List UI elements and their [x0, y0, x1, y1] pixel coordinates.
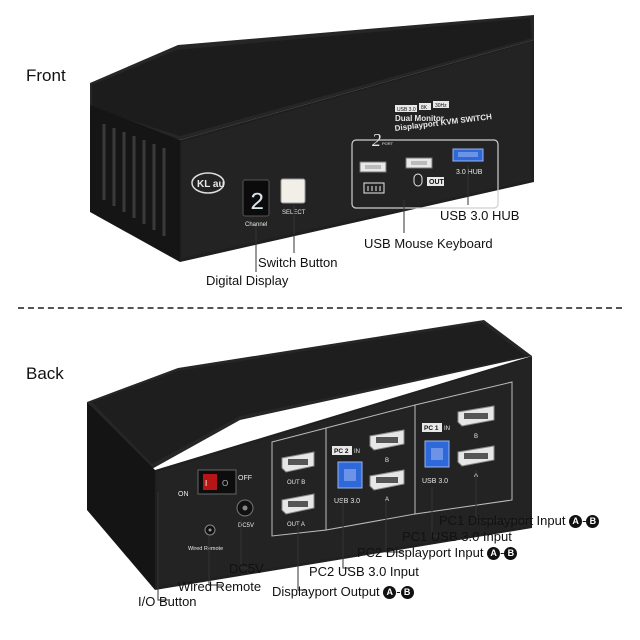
callout-usb-hub: USB 3.0 HUB — [440, 208, 520, 223]
select-button[interactable] — [280, 178, 306, 204]
callout-dc5v: DC5V — [229, 561, 264, 576]
dp-out-b-port[interactable] — [281, 451, 315, 473]
pc1-dp-a-port[interactable] — [457, 445, 495, 467]
hub-label: 3.0 HUB — [456, 169, 483, 176]
back-section-label: Back — [26, 364, 64, 383]
pc1-dp-b-port[interactable] — [457, 405, 495, 427]
pc2-dp-b-port[interactable] — [369, 429, 405, 451]
out-tag — [427, 177, 444, 186]
brand-logo-text: KL au — [197, 179, 225, 190]
pc1-in-label: IN — [444, 426, 450, 432]
front-leader-lines — [255, 165, 469, 272]
badge-usb: USB 3.0 — [397, 107, 416, 113]
title-line1: Dual Monitor — [395, 114, 444, 123]
svg-text:B: B — [385, 458, 389, 464]
spec-badges: USB 3.0 8K 30Hz — [395, 101, 449, 113]
mouse-icon — [413, 173, 423, 187]
front-kvm-device: KL au 2 Channel SELECT USB 3.0 8K 30Hz D… — [90, 15, 534, 262]
pc1-usb-b-port[interactable] — [424, 440, 450, 468]
on-label: ON — [178, 491, 189, 498]
back-leader-lines — [157, 470, 528, 601]
badge-b-icon: B — [504, 547, 518, 560]
badge-8k: 8K — [421, 105, 428, 111]
dp-out-a-port[interactable] — [281, 493, 315, 515]
callout-pc1-dp-input: PC1 Displayport Input A-B — [439, 513, 600, 528]
pc1-tag — [422, 423, 442, 432]
back-side-face — [87, 402, 155, 590]
title-port: PORT — [382, 141, 394, 146]
svg-text:B: B — [474, 434, 478, 440]
pc2-usb-label: USB 3.0 — [334, 498, 360, 505]
callout-wired-remote: Wired Remote — [178, 579, 262, 594]
digital-display — [242, 179, 270, 217]
dc5v-small-label: DC5V — [238, 523, 254, 529]
badge-a-icon: A — [569, 515, 583, 528]
callout-pc1-usb-input: PC1 USB 3.0 Input — [402, 529, 512, 544]
out-label: OUT — [429, 179, 445, 186]
svg-text:PC 1: PC 1 — [424, 425, 439, 432]
pc1-usb-label: USB 3.0 — [422, 478, 448, 485]
badge-b-icon: B — [586, 515, 600, 528]
svg-text:O: O — [222, 479, 228, 488]
front-section-label: Front — [26, 66, 66, 85]
out-a-label: OUT A — [287, 522, 305, 528]
badge-b-icon: B — [400, 586, 414, 599]
pc2-usb-b-port[interactable] — [337, 461, 363, 489]
pc2-in-label: IN — [354, 449, 360, 455]
usb-panel-outline — [351, 139, 499, 209]
keyboard-icon — [363, 182, 385, 194]
channel-digit: 2 — [250, 190, 264, 217]
pc2-tag — [332, 446, 352, 455]
callout-dp-output: Displayport Output A-B — [272, 584, 414, 599]
back-kvm-device: I O ON OFF DC5V Wired Remote OUT B OUT A… — [87, 320, 532, 590]
callout-usb-mouse-keyboard: USB Mouse Keyboard — [364, 236, 493, 251]
wired-remote-small-label: Wired Remote — [188, 546, 223, 552]
svg-text:PC 2: PC 2 — [334, 448, 349, 455]
callout-pc2-dp-input: PC2 Displayport Input A-B — [357, 545, 518, 560]
channel-label: Channel — [245, 222, 267, 228]
badge-hz: 30Hz — [435, 103, 447, 109]
out-b-label: OUT B — [287, 480, 305, 486]
badge-a-icon: A — [487, 547, 501, 560]
pc1-group-outline — [414, 381, 513, 515]
svg-text:A: A — [385, 497, 389, 503]
svg-text:I: I — [205, 479, 207, 488]
front-vents — [102, 124, 166, 236]
callout-io-button: I/O Button — [138, 594, 197, 609]
section-divider — [18, 307, 622, 309]
callout-pc2-usb-input: PC2 USB 3.0 Input — [309, 564, 419, 579]
callout-digital-display: Digital Display — [206, 273, 289, 288]
pc2-dp-a-port[interactable] — [369, 469, 405, 491]
badge-a-icon: A — [383, 586, 397, 599]
off-label: OFF — [238, 475, 252, 482]
callout-switch-button: Switch Button — [258, 255, 338, 270]
brand-logo-icon — [191, 172, 225, 194]
